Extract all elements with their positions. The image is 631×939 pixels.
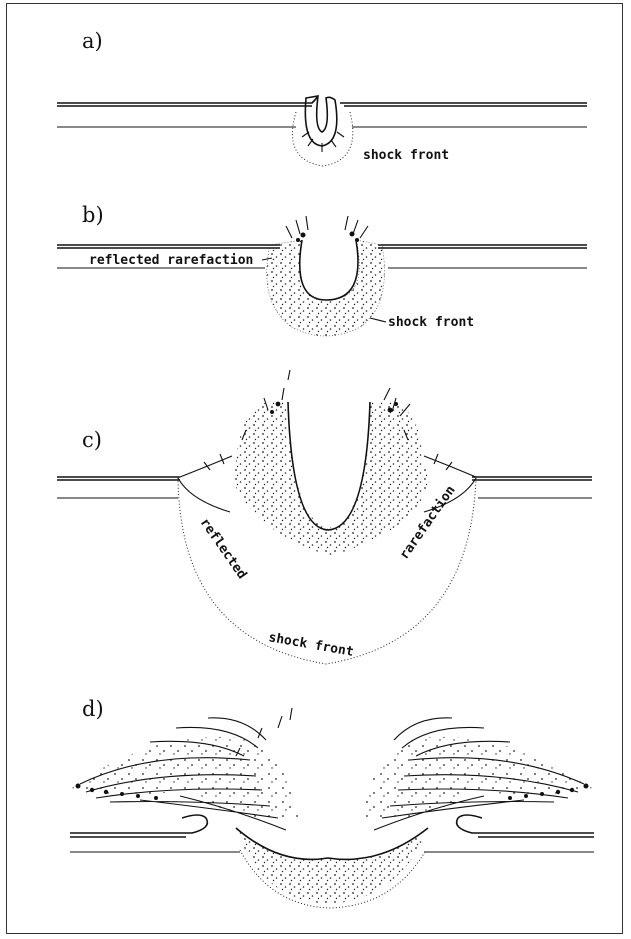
panel-b: b) reflected rarefaction shock front — [57, 203, 587, 336]
shock-front-label-c: shock front — [267, 630, 354, 660]
panel-d-label: d) — [82, 697, 104, 721]
reflected-label: reflected — [197, 516, 250, 582]
shocked-zone-b — [267, 240, 385, 336]
overturned-flap-left — [70, 815, 207, 833]
shock-front-label-a: shock front — [363, 148, 449, 163]
panel-a-label: a) — [82, 29, 103, 53]
overturned-flap-right — [457, 815, 594, 833]
panel-b-label: b) — [82, 203, 104, 227]
shock-front-a — [292, 112, 352, 166]
panel-d: d) — [70, 697, 594, 908]
panel-c: c) reflected rarefaction shock front — [57, 370, 592, 664]
reflected-rarefaction-label: reflected rarefaction — [89, 253, 253, 268]
shocked-zone-c — [232, 402, 430, 556]
panel-c-label: c) — [82, 428, 102, 452]
breccia-lens — [236, 828, 428, 904]
crater-cavity-b — [300, 240, 358, 300]
ejecta-curtain-left — [72, 737, 300, 820]
surface-line-top-left — [57, 96, 318, 103]
ejecta-arrows-b — [286, 216, 368, 238]
panel-a: a) shock front — [57, 29, 587, 166]
shock-front-label-b: shock front — [388, 315, 474, 330]
ejecta-curtain-right — [360, 737, 592, 820]
